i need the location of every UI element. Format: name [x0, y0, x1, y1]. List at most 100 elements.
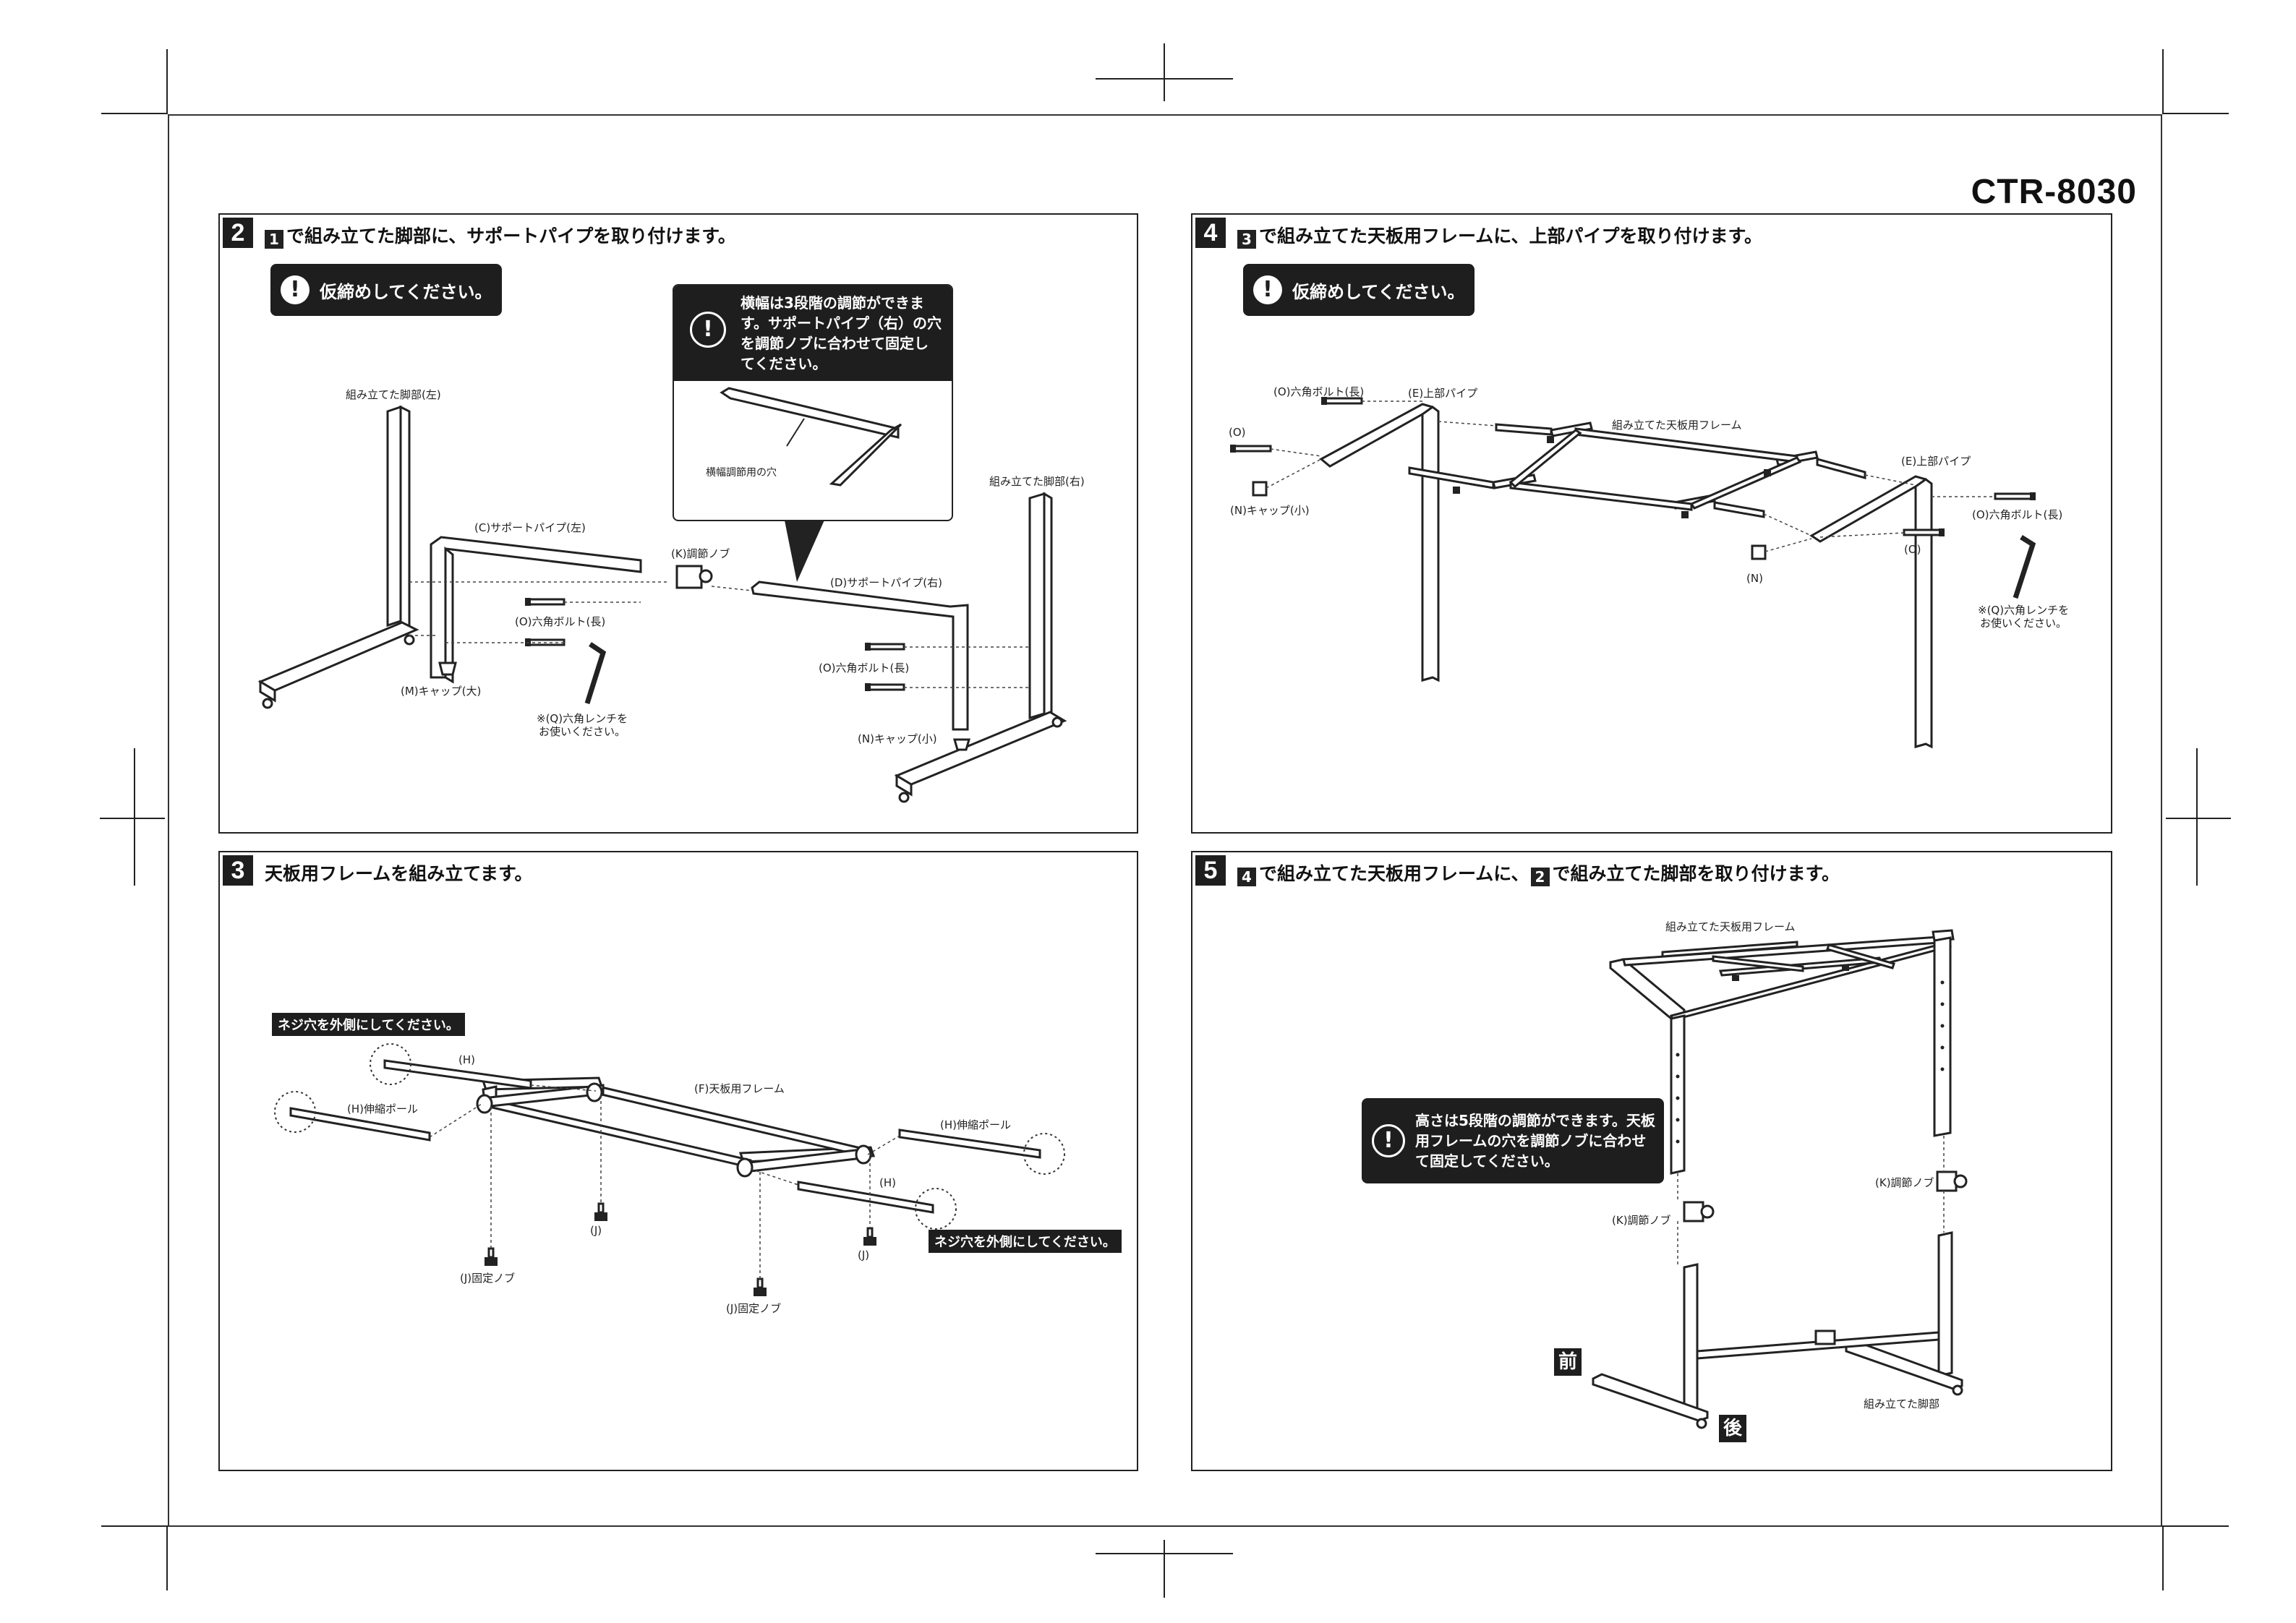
label-pole-h: (H) — [458, 1053, 475, 1066]
telescoping-pole-h — [898, 1129, 1041, 1159]
screw-hole-highlight — [370, 1043, 411, 1085]
top-frame — [1509, 481, 1693, 511]
leg-right-adjuster — [1051, 716, 1063, 728]
step-ref-badge: 4 — [1237, 868, 1256, 886]
upper-pipe-e — [1809, 475, 1927, 748]
label-bolt-o: (O)六角ボルト(長) — [1972, 508, 2063, 521]
step-title: 天板用フレームを組み立てます。 — [265, 863, 533, 884]
top-frame — [1661, 941, 1798, 958]
leg-left-adjuster — [262, 698, 273, 709]
label-wrench-q: ※(Q)六角レンチを お使いください。 — [1978, 604, 2070, 630]
label-cap-n: (N)キャップ(小) — [858, 732, 937, 745]
leg-right-upright — [1028, 492, 1046, 720]
support-pipe-c — [430, 536, 642, 679]
label-legs: 組み立てた脚部 — [1864, 1397, 1940, 1410]
crop-mark — [101, 113, 168, 114]
caution-text: 仮締めしてください。 — [1292, 281, 1465, 302]
label-knob-j: (J)固定ノブ — [726, 1302, 782, 1315]
hex-bolt-o — [1230, 445, 1272, 453]
leg-left-foot — [257, 621, 419, 692]
callout-pointer — [784, 517, 826, 582]
top-frame — [1574, 427, 1798, 463]
screw-hole-tag: ネジ穴を外側にしてください。 — [929, 1230, 1122, 1253]
adjust-knob — [1814, 1329, 1836, 1345]
label-knob-k: (K)調節ノブ — [671, 547, 730, 560]
note-label: 横幅調節用の穴 — [706, 467, 777, 479]
fixing-knob — [1453, 487, 1460, 494]
telescoping-pole-h — [383, 1059, 532, 1089]
hex-bolt-o — [525, 598, 566, 606]
screw-hole-highlight — [915, 1188, 957, 1230]
adjuster — [1952, 1384, 1963, 1396]
step-number: 4 — [1195, 218, 1226, 248]
label-pipe-e: (E)上部パイプ — [1408, 387, 1478, 400]
telescoping-pole-h — [797, 1181, 934, 1214]
step-title-text: で組み立てた天板用フレームに、上部パイプを取り付けます。 — [1259, 226, 1763, 247]
leg-right-foot — [894, 711, 1067, 786]
fixing-knob-j — [594, 1202, 607, 1221]
adjust-knob-k — [675, 565, 703, 589]
caution-banner: ! 仮締めしてください。 — [1243, 264, 1475, 316]
frame-socket — [855, 1144, 872, 1165]
label-bolt-o: (O)六角ボルト(長) — [515, 615, 606, 628]
label-cap-n: (N) — [1746, 572, 1763, 585]
cap-n — [1252, 481, 1268, 497]
support-pipe-d — [751, 581, 969, 731]
step-number: 5 — [1195, 855, 1226, 886]
top-frame-f — [597, 1085, 865, 1157]
step-number: 2 — [223, 218, 253, 248]
crop-mark — [101, 1525, 168, 1527]
upper-pipe-e-side — [1421, 406, 1440, 682]
crop-mark — [1164, 1540, 1165, 1598]
leg-right-foot-front — [895, 774, 913, 797]
label-frame: 組み立てた天板用フレーム — [1612, 419, 1742, 432]
telescoping-pole — [1816, 458, 1866, 479]
frame-socket — [586, 1082, 603, 1102]
label-knob-j: (J)固定ノブ — [460, 1272, 516, 1285]
fixing-knob — [1732, 975, 1739, 981]
support-pipe-c-side — [444, 546, 454, 684]
fixing-knob-j — [754, 1277, 767, 1296]
fixing-knob — [1764, 469, 1771, 476]
caution-text: 仮締めしてください。 — [320, 281, 492, 302]
label-bolt-o: (O) — [1904, 543, 1921, 556]
crop-mark — [2166, 818, 2231, 819]
exclamation-icon: ! — [690, 312, 726, 348]
screw-hole-highlight — [274, 1091, 316, 1133]
hex-bolt-o — [1994, 492, 2036, 500]
fixing-knob — [1547, 436, 1554, 443]
crop-mark — [2196, 748, 2198, 886]
upper-pipe-e — [1319, 403, 1434, 682]
leg-foot — [1592, 1373, 1709, 1422]
label-bolt-o: (O)六角ボルト(長) — [1273, 385, 1365, 398]
fixing-knob — [1842, 965, 1849, 971]
back-marker: 後 — [1719, 1415, 1746, 1442]
fixing-knob-j — [485, 1247, 498, 1266]
width-adjust-note: ! 横幅は3段階の調節ができます。サポートパイプ（右）の穴を調節ノブに合わせて固定… — [673, 284, 953, 521]
front-marker: 前 — [1554, 1348, 1582, 1376]
leg-right-adjuster — [898, 792, 910, 803]
support-pipe — [1696, 1331, 1940, 1360]
label-knob-k: (K)調節ノブ — [1612, 1214, 1671, 1227]
crop-mark — [166, 49, 168, 114]
top-frame — [1689, 456, 1802, 510]
note-text: 横幅は3段階の調節ができます。サポートパイプ（右）の穴を調節ノブに合わせて固定し… — [741, 294, 942, 372]
leg-left-upright-side — [399, 405, 411, 632]
label-frame-f: (F)天板用フレーム — [694, 1082, 785, 1095]
crop-mark — [2162, 113, 2229, 114]
crop-mark — [166, 1525, 168, 1590]
label-bolt-o: (O)六角ボルト(長) — [819, 661, 910, 675]
exclamation-icon: ! — [1253, 275, 1282, 304]
label-frame: 組み立てた天板用フレーム — [1665, 920, 1796, 933]
exclamation-icon: ! — [281, 275, 310, 304]
step-number: 3 — [223, 855, 253, 886]
label-pipe-e: (E)上部パイプ — [1901, 455, 1971, 468]
width-adjust-diagram — [720, 387, 902, 487]
step-ref-badge: 1 — [265, 230, 283, 249]
model-number: CTR-8030 — [1971, 173, 2137, 211]
cap-m — [438, 661, 457, 676]
upper-post — [1933, 936, 1952, 1137]
